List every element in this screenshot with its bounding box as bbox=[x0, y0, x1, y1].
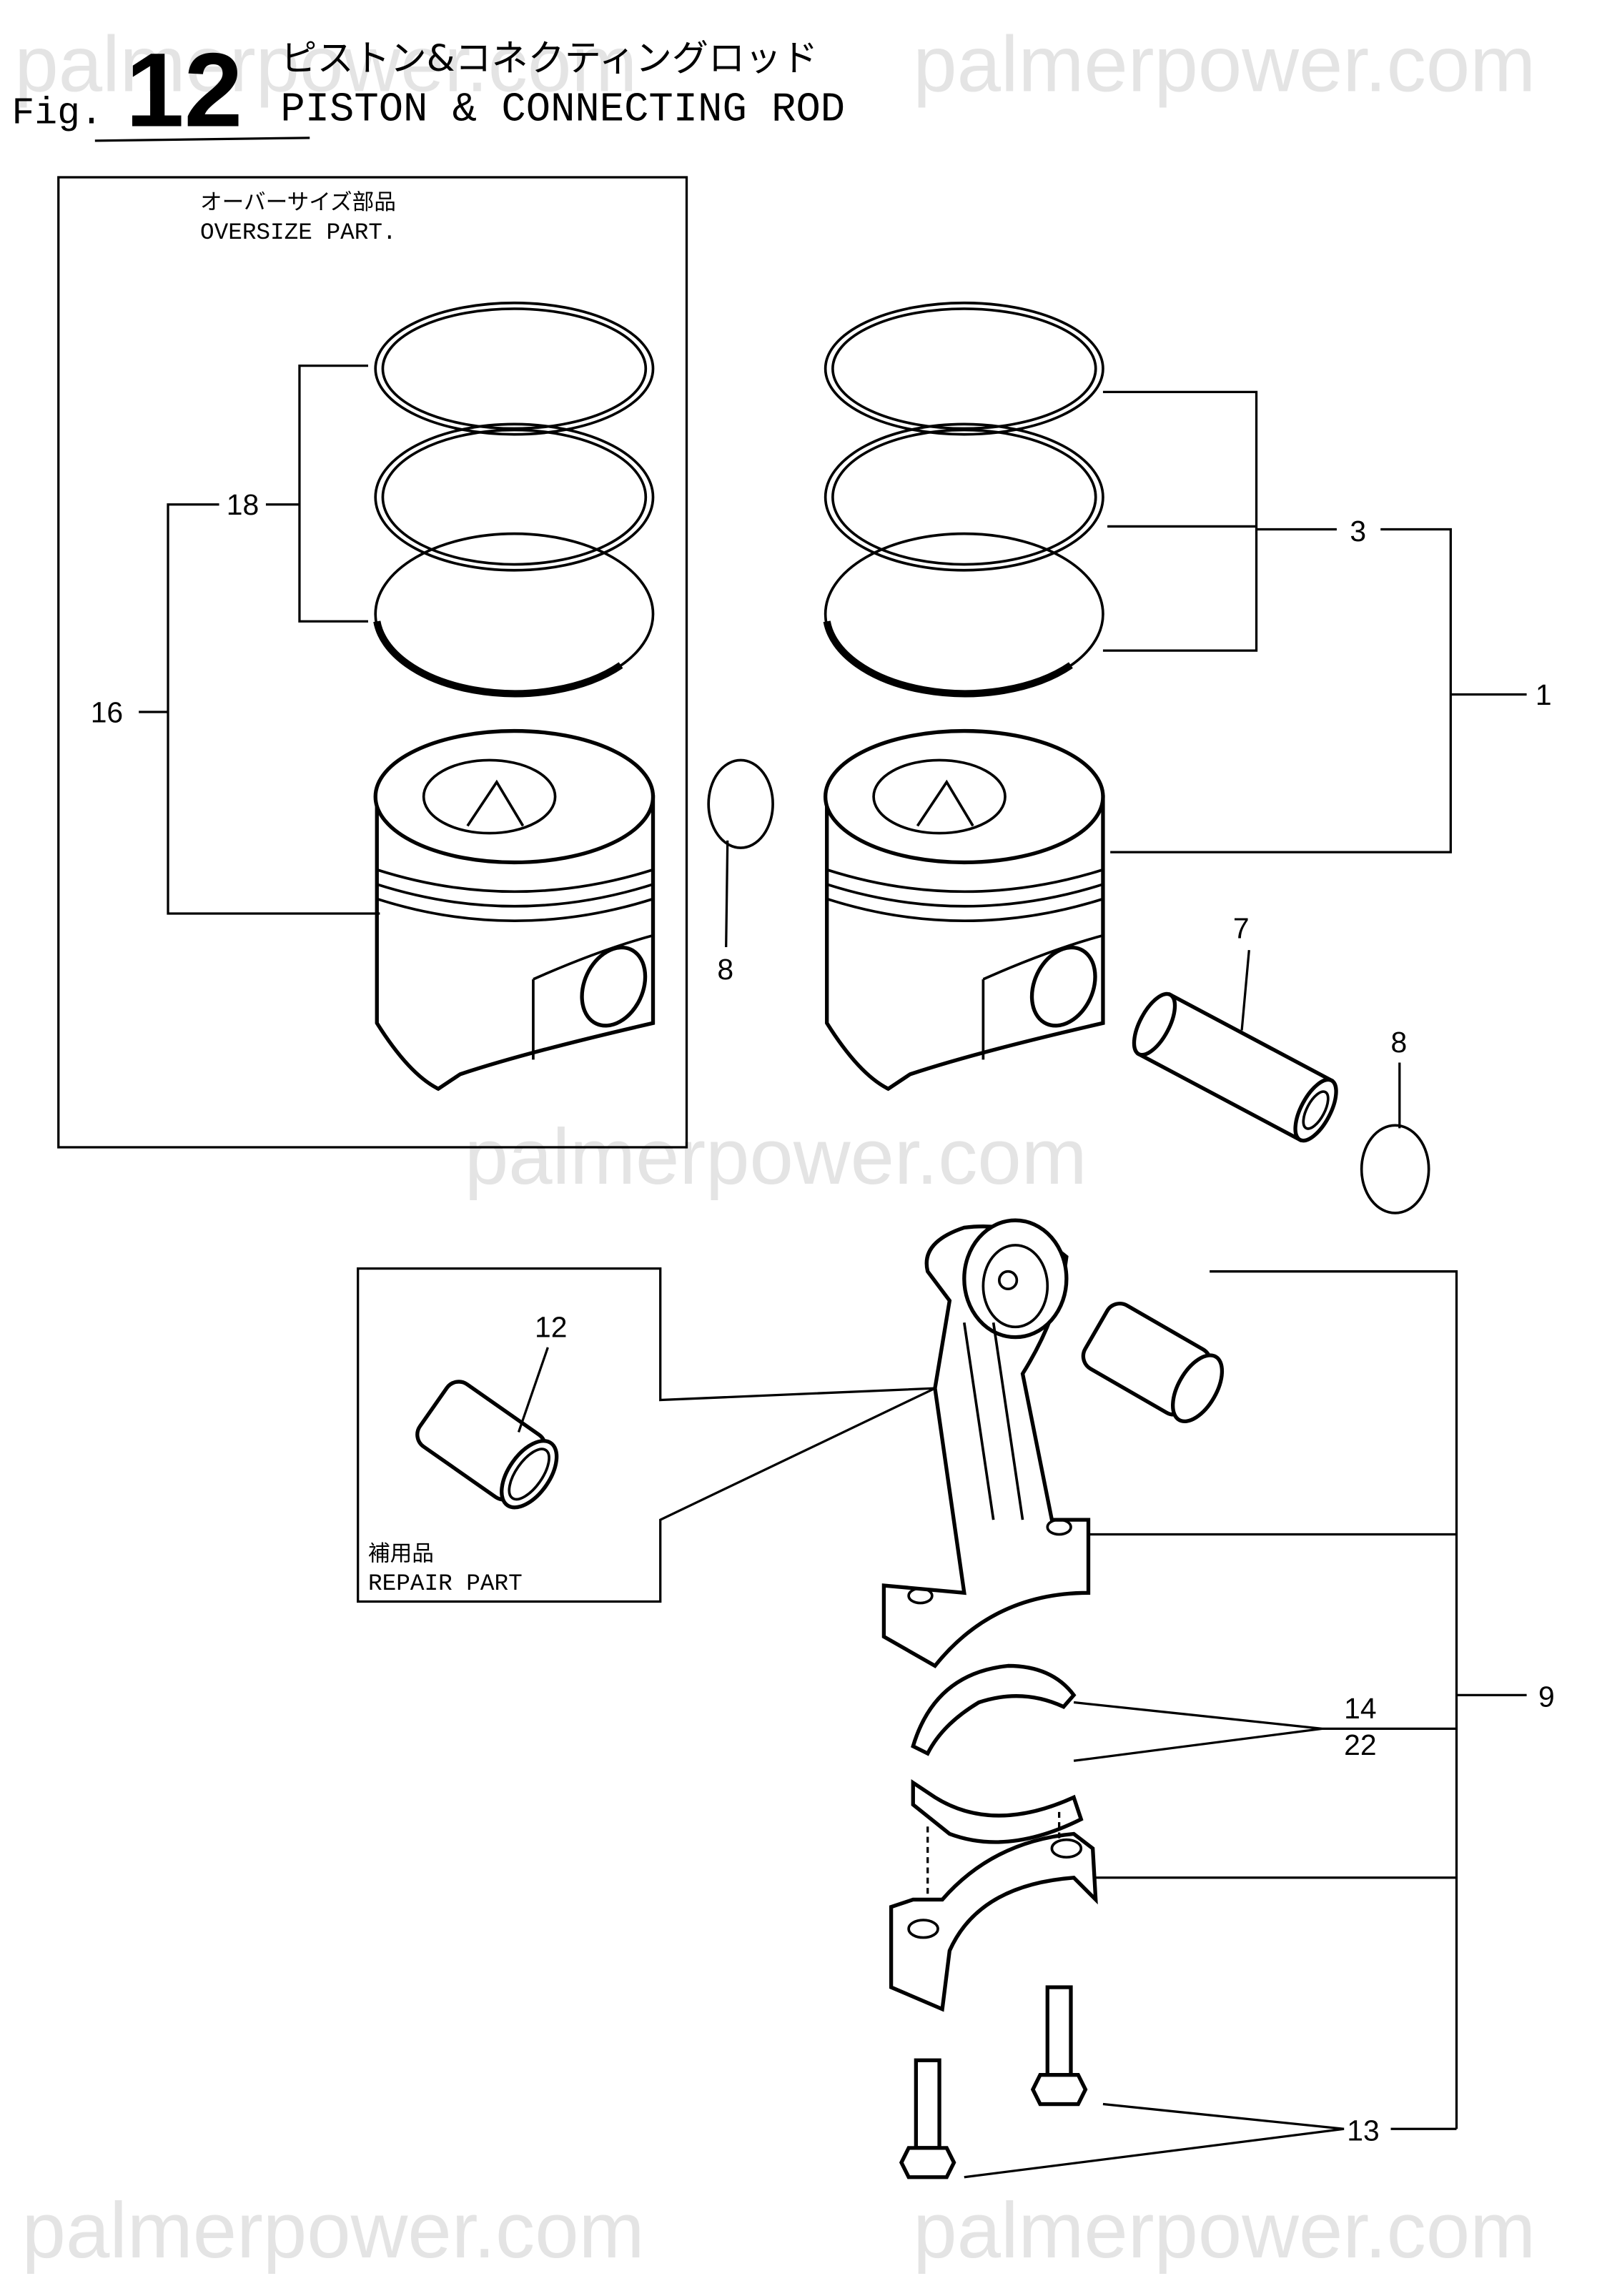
piston bbox=[823, 728, 1105, 1092]
connecting-rod-cap bbox=[889, 1831, 1098, 2012]
watermark: palmerpower.com bbox=[913, 20, 1536, 108]
callout-12: 12 bbox=[535, 1311, 567, 1344]
callout-22: 22 bbox=[1344, 1728, 1376, 1761]
title-en: PISTON & CONNECTING ROD bbox=[280, 86, 845, 133]
bearing-shells bbox=[911, 1663, 1084, 1844]
callout-16: 16 bbox=[91, 696, 123, 728]
small-end-bushing bbox=[1081, 1302, 1225, 1424]
callout-lines-pin bbox=[725, 840, 1401, 1129]
circlip bbox=[707, 758, 774, 849]
repair-part-box bbox=[357, 1267, 936, 1603]
callout-8-left: 8 bbox=[717, 953, 733, 986]
callout-14: 14 bbox=[1344, 1692, 1376, 1725]
oversize-label-jp: オーバーサイズ部品 bbox=[200, 190, 396, 215]
callout-lines-oversize bbox=[139, 364, 380, 915]
callout-lines-rod bbox=[964, 1270, 1527, 2179]
watermark: palmerpower.com bbox=[465, 1113, 1087, 1201]
callout-3: 3 bbox=[1350, 515, 1366, 548]
oversize-piston-rings bbox=[373, 301, 655, 698]
repair-label-jp: 補用品 bbox=[368, 1541, 434, 1566]
connecting-rod-bolts bbox=[899, 1811, 1088, 2179]
callout-9: 9 bbox=[1538, 1681, 1555, 1713]
oversize-part-box bbox=[57, 176, 688, 1149]
title-underline bbox=[94, 137, 310, 142]
small-end-bushing-repair bbox=[415, 1380, 559, 1510]
fig-prefix: Fig. bbox=[11, 91, 103, 134]
callout-line-12 bbox=[517, 1347, 549, 1433]
piston-rings bbox=[823, 301, 1104, 698]
title-jp: ピストン&コネクティングロッド bbox=[280, 38, 818, 80]
repair-label-en: REPAIR PART bbox=[368, 1570, 523, 1597]
callout-13: 13 bbox=[1347, 2114, 1379, 2147]
callout-lines-piston bbox=[1102, 390, 1527, 853]
callout-7: 7 bbox=[1233, 912, 1250, 945]
piston-pin bbox=[1132, 991, 1338, 1143]
oversize-label-en: OVERSIZE PART. bbox=[200, 219, 397, 246]
watermark: palmerpower.com bbox=[22, 2187, 645, 2275]
watermark: palmerpower.com bbox=[913, 2187, 1536, 2275]
callout-8-right: 8 bbox=[1391, 1026, 1408, 1059]
connecting-rod bbox=[881, 1218, 1091, 1668]
circlip bbox=[1360, 1124, 1430, 1214]
callout-1: 1 bbox=[1536, 678, 1552, 711]
fig-number: 12 bbox=[126, 31, 243, 149]
watermark: palmerpower.com bbox=[14, 20, 637, 108]
oversize-piston bbox=[373, 728, 656, 1092]
callout-18: 18 bbox=[227, 488, 259, 521]
